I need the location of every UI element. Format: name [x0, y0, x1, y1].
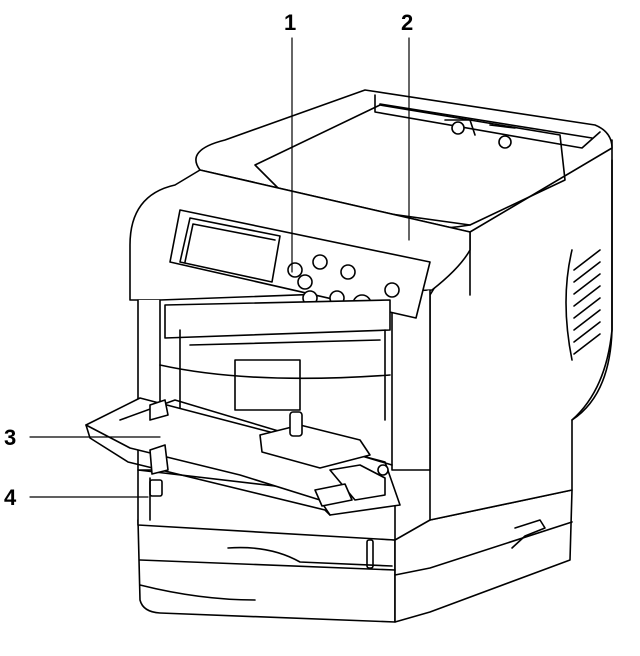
callout-2: 2 [401, 10, 414, 35]
side-vent [565, 249, 601, 361]
panel-button [287, 262, 303, 278]
feed-roller [289, 411, 303, 437]
panel-button [340, 264, 356, 280]
mp-tray [85, 397, 401, 516]
callout-3: 3 [4, 425, 17, 450]
cassette-latch [149, 479, 163, 497]
leader-lines [29, 37, 410, 498]
panel-button [297, 274, 313, 290]
display-screen [179, 217, 281, 283]
mp-tray-guide [149, 444, 169, 475]
printer-right-side [429, 139, 613, 521]
exit-roller [498, 135, 512, 149]
cassette-indicator-slot [366, 539, 374, 569]
paper-cassette-unit [137, 489, 573, 623]
panel-button [384, 282, 400, 298]
callout-1: 1 [284, 10, 297, 35]
panel-button [312, 254, 328, 270]
inner-cavity [159, 299, 391, 421]
callout-4: 4 [4, 485, 17, 510]
exit-roller [451, 121, 465, 135]
